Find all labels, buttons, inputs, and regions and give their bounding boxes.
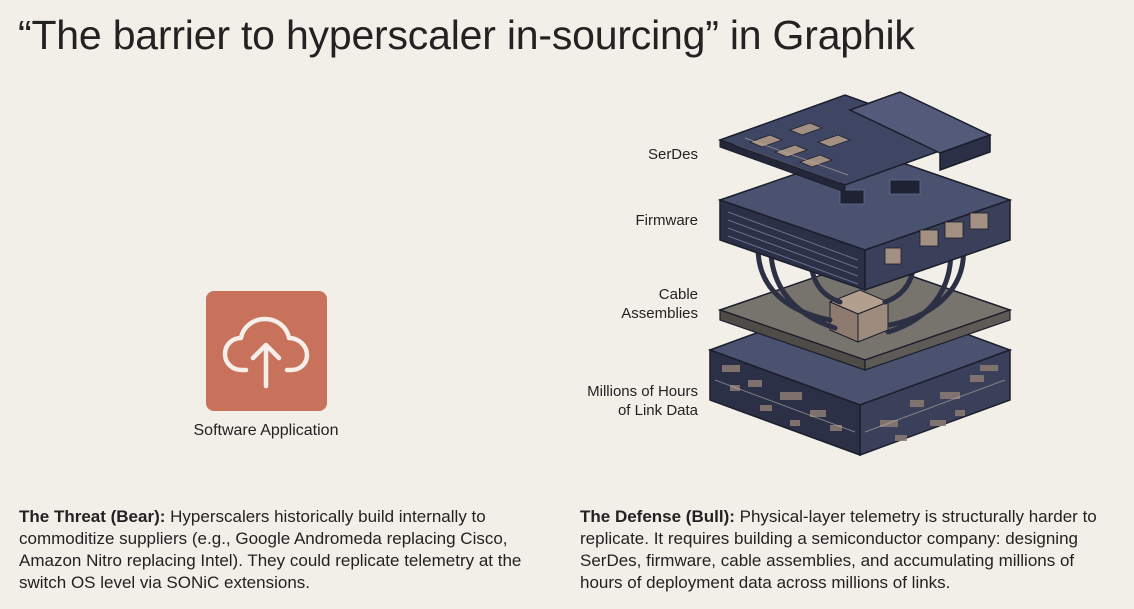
defense-body: Physical-layer telemetry is structurally… bbox=[580, 507, 1097, 592]
label-hours-line1: Millions of Hours bbox=[587, 383, 698, 400]
serdes-lid bbox=[717, 91, 992, 193]
cloud-upload-icon bbox=[222, 316, 310, 389]
label-link-data: Millions of Hours of Link Data bbox=[587, 382, 698, 420]
label-cable-assemblies: Cable Assemblies bbox=[621, 285, 698, 323]
threat-body: Hyperscalers historically build internal… bbox=[19, 507, 522, 592]
cable-assemblies-plate bbox=[717, 227, 1013, 371]
software-application-tile bbox=[206, 291, 327, 411]
hardware-stack-illustration bbox=[707, 91, 1013, 457]
threat-paragraph: The Threat (Bear): Hyperscalers historic… bbox=[19, 506, 539, 594]
label-firmware: Firmware bbox=[635, 212, 699, 229]
firmware-board bbox=[717, 149, 1013, 292]
label-serdes: SerDes bbox=[647, 146, 698, 163]
label-hours-line2: of Link Data bbox=[617, 402, 698, 419]
defense-heading: The Defense (Bull): bbox=[580, 507, 735, 526]
page-title: “The barrier to hyperscaler in-sourcing”… bbox=[18, 12, 915, 58]
software-application-caption: Software Application bbox=[193, 422, 339, 439]
label-cable-line1: Cable bbox=[658, 286, 698, 303]
threat-heading: The Threat (Bear): bbox=[19, 507, 166, 526]
label-cable-line2: Assemblies bbox=[621, 305, 698, 322]
defense-paragraph: The Defense (Bull): Physical-layer telem… bbox=[580, 506, 1115, 594]
